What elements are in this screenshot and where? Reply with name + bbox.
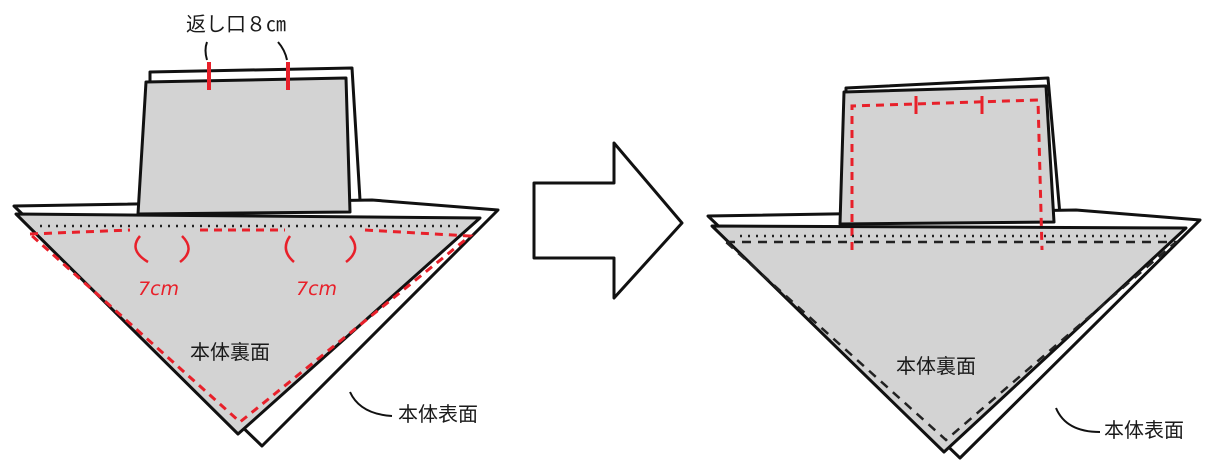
left-opening-leader-right <box>277 41 288 61</box>
left-opening-leader-left <box>204 41 208 61</box>
right-body-front <box>710 224 1188 454</box>
right-arrow-icon <box>532 141 684 300</box>
right-flap-front <box>838 84 1056 226</box>
right-inner-label: 本体裏面 <box>896 354 976 378</box>
opening-label: 返し口８㎝ <box>186 12 286 36</box>
measure-label-left: 7cm <box>138 278 180 300</box>
left-outer-label: 本体表面 <box>398 402 478 426</box>
measure-label-right: 7cm <box>296 278 338 300</box>
right-outer-label: 本体表面 <box>1104 418 1184 442</box>
left-outer-leader <box>349 391 393 417</box>
left-stitch-line <box>28 228 474 424</box>
left-pouch-diagram <box>12 41 500 448</box>
left-body-front <box>14 212 482 436</box>
left-inner-label: 本体裏面 <box>190 340 270 364</box>
right-pouch-diagram <box>706 76 1202 460</box>
left-flap-front <box>136 76 352 216</box>
left-measure-bracket-right <box>284 235 357 263</box>
left-measure-bracket-left <box>134 235 190 264</box>
right-body-stitch <box>722 240 1180 442</box>
right-flap-stitch <box>850 98 1044 251</box>
right-outer-leader <box>1055 407 1101 433</box>
